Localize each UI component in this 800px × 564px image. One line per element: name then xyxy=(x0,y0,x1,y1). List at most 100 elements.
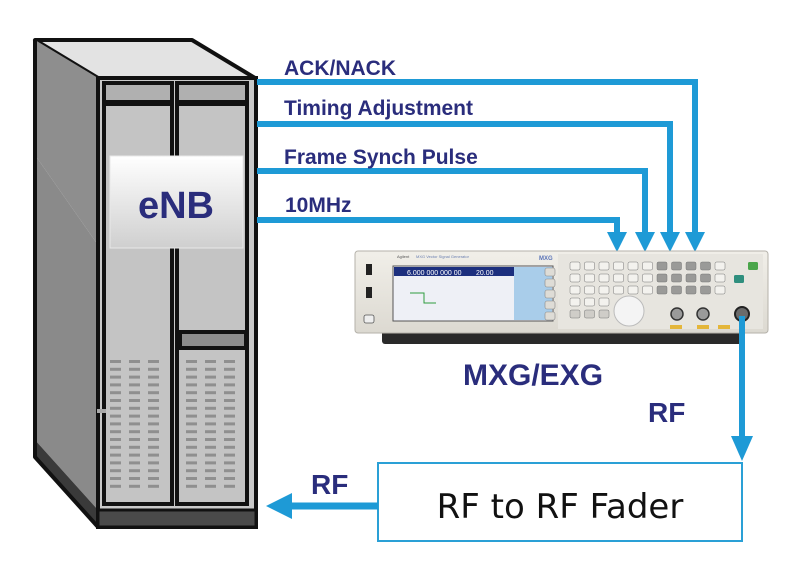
keypad-button xyxy=(700,285,711,295)
vent-slot xyxy=(110,399,121,402)
vent-slot xyxy=(186,453,197,457)
rf-return-label: RF xyxy=(311,469,348,500)
vent-slot xyxy=(129,383,140,387)
vent-slot xyxy=(205,461,216,465)
vent-slot xyxy=(186,477,197,480)
vent-slot xyxy=(129,430,140,434)
vent-slot xyxy=(224,367,235,371)
vent-slot xyxy=(110,406,121,410)
enb-rack xyxy=(33,38,258,529)
rf-return-arrowhead xyxy=(266,493,292,519)
vent-slot xyxy=(129,406,140,410)
vent-slot xyxy=(186,422,197,426)
vent-slot xyxy=(205,391,216,395)
vent-slot xyxy=(205,430,216,434)
vent-slot xyxy=(205,477,216,480)
vent-slot xyxy=(110,430,121,434)
vent-slot xyxy=(186,461,197,465)
rack-side-base xyxy=(35,440,98,527)
vent-slot xyxy=(186,438,197,441)
vent-slot xyxy=(110,360,121,363)
vent-slot xyxy=(224,445,235,449)
frame-synch-pulse-line xyxy=(257,168,648,236)
keypad-button xyxy=(627,261,639,271)
vent-slot xyxy=(224,375,235,379)
vent-slot xyxy=(224,360,235,363)
vent-slot xyxy=(186,375,197,379)
keypad-button xyxy=(569,309,581,319)
vent-slot xyxy=(129,438,140,441)
vent-slot xyxy=(148,477,159,480)
vent-slot xyxy=(205,438,216,441)
rack-base xyxy=(96,508,258,529)
mxg-instrument: Agilent MXG Vector Signal Generator MXG … xyxy=(354,250,769,344)
vent-slot xyxy=(224,391,235,395)
vent-slot xyxy=(129,469,140,473)
vent-slot xyxy=(110,414,121,418)
vent-slot xyxy=(224,430,235,434)
vent-slot xyxy=(224,438,235,441)
vent-slot xyxy=(148,399,159,402)
vent-slot xyxy=(205,453,216,457)
rack-top-strip-right xyxy=(175,81,249,104)
vent-slot xyxy=(224,461,235,465)
keypad-button xyxy=(642,285,653,295)
vent-slot xyxy=(205,383,216,387)
label-tag-1 xyxy=(670,325,682,329)
instrument-title: MXG Vector Signal Generator xyxy=(416,254,470,259)
vent-slot xyxy=(148,430,159,434)
keypad-button xyxy=(569,261,581,271)
keypad-button xyxy=(584,285,595,295)
vent-slot xyxy=(129,391,140,395)
label-tag-2 xyxy=(697,325,709,329)
vent-slot xyxy=(148,414,159,418)
vent-slot xyxy=(110,383,121,387)
bnc-connector-1 xyxy=(670,307,684,321)
keypad-button xyxy=(714,285,726,295)
screen-amplitude: 20.00 xyxy=(476,270,494,277)
keypad-button xyxy=(642,273,653,283)
vent-slot xyxy=(186,430,197,434)
vent-slot xyxy=(148,453,159,457)
vent-slot xyxy=(205,360,216,363)
keypad-button xyxy=(598,261,610,271)
rack-vents xyxy=(110,360,235,488)
vent-slot xyxy=(205,445,216,449)
keypad-button xyxy=(748,262,758,270)
timing-adjustment-arrowhead xyxy=(660,232,680,252)
frame-synch-pulse-arrowhead xyxy=(635,232,655,252)
10mhz-arrowhead xyxy=(607,232,627,252)
screen-diagram xyxy=(410,292,436,304)
enb-label-plate: eNB xyxy=(109,155,244,249)
usb-port-top xyxy=(366,264,372,275)
vent-slot xyxy=(110,469,121,473)
keypad xyxy=(569,261,758,319)
signal-label-10mhz: 10MHz xyxy=(285,194,352,217)
vent-slot xyxy=(224,399,235,402)
signal-label-frame-synch-pulse: Frame Synch Pulse xyxy=(284,146,478,169)
keypad-button xyxy=(700,273,711,283)
vent-slot xyxy=(110,391,121,395)
vent-slot xyxy=(205,469,216,473)
vent-slot xyxy=(129,445,140,449)
vent-slot xyxy=(110,422,121,426)
vent-slot xyxy=(224,414,235,418)
softkey xyxy=(544,289,556,299)
timing-adjustment-line xyxy=(257,121,673,236)
vent-slot xyxy=(148,445,159,449)
vent-slot xyxy=(148,422,159,426)
vent-slot xyxy=(186,484,197,488)
10mhz-line xyxy=(257,217,620,236)
screen-frequency: 6.000 000 000 00 xyxy=(407,270,462,277)
vent-slot xyxy=(205,422,216,426)
keypad-button xyxy=(627,285,639,295)
signal-lines xyxy=(257,79,698,236)
vent-slot xyxy=(205,484,216,488)
vent-slot xyxy=(186,469,197,473)
bnc-connector-2 xyxy=(696,307,710,321)
rf-out-label: RF xyxy=(648,397,685,428)
keypad-button xyxy=(642,261,653,271)
vent-slot xyxy=(129,461,140,465)
softkey xyxy=(544,278,556,288)
keypad-button xyxy=(714,273,726,283)
